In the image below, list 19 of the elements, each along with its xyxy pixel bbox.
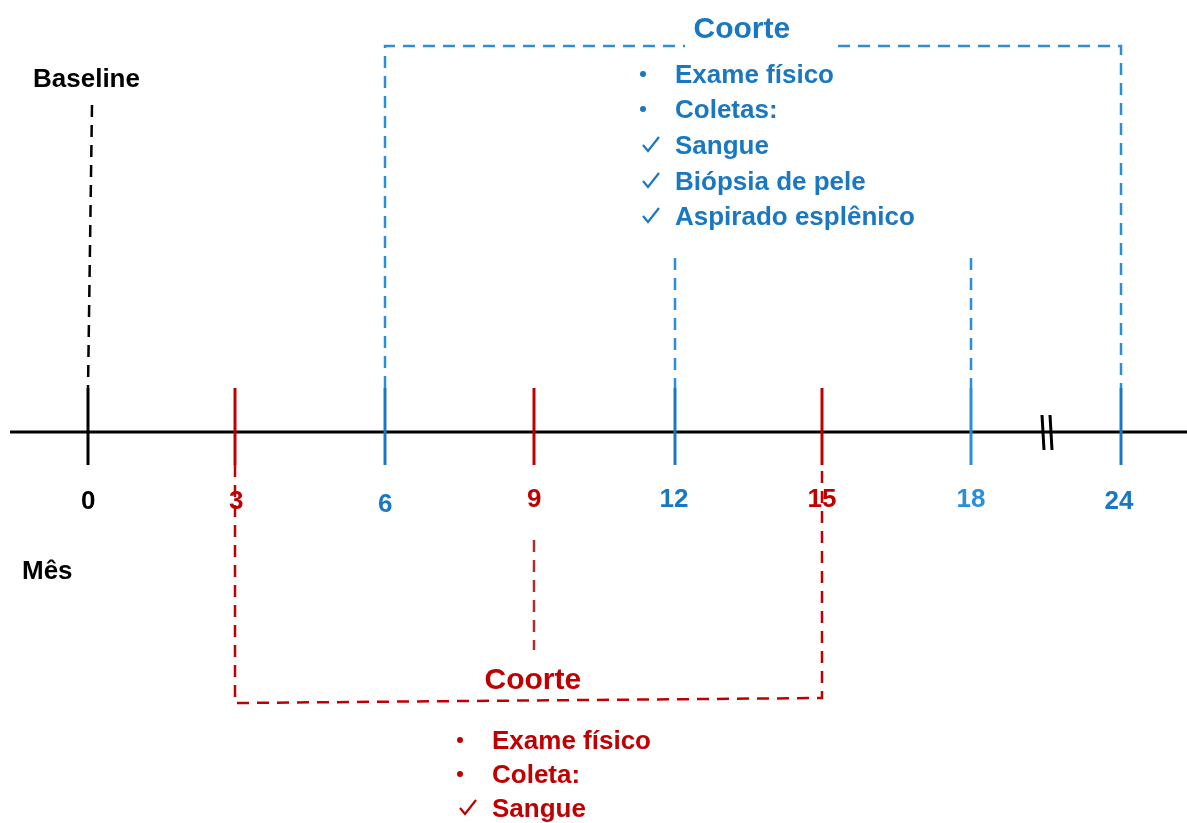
- list-item: Exame físico: [492, 725, 651, 755]
- list-item: Biópsia de pele: [675, 166, 866, 196]
- list-item: Aspirado esplênico: [675, 201, 915, 231]
- list-item: Exame físico: [675, 59, 834, 89]
- list-item: Coletas:: [675, 94, 778, 124]
- month-number: 15: [807, 483, 837, 513]
- month-number: 24: [1104, 485, 1134, 515]
- axis-label: Mês: [22, 555, 73, 585]
- list-item: Sangue: [675, 130, 769, 160]
- month-number: 0: [81, 485, 96, 515]
- month-number: 12: [659, 483, 689, 513]
- month-number: 18: [956, 483, 986, 513]
- cohort-heading: Coorte: [693, 13, 791, 43]
- cohort-heading: Coorte: [484, 664, 582, 694]
- month-number: 6: [378, 488, 393, 518]
- list-item: Sangue: [492, 793, 586, 823]
- baseline-label: Baseline: [33, 63, 140, 93]
- month-number: 9: [527, 483, 542, 513]
- list-item: Coleta:: [492, 759, 581, 789]
